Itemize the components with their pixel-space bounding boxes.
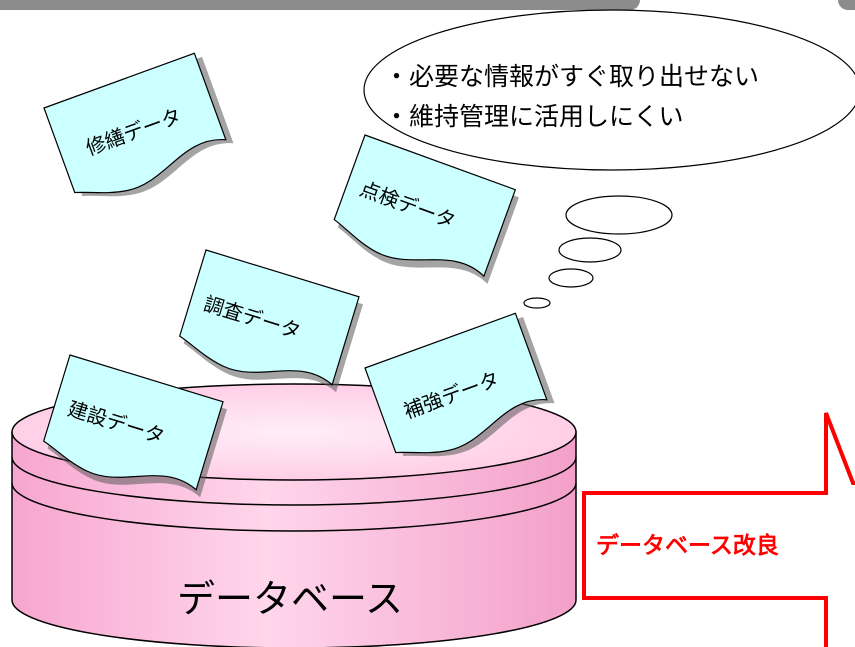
document-inspection: 点検データ: [333, 134, 519, 284]
document-survey: 調査データ: [178, 249, 363, 393]
bubble-line-1: ・必要な情報がすぐ取り出せない: [384, 62, 759, 91]
top-frame-bar-right: [838, 0, 855, 10]
document-repair: 修繕データ: [43, 52, 234, 197]
database-label: データベース: [177, 577, 403, 621]
bubble-line-2: ・維持管理に活用しにくい: [384, 102, 684, 131]
thought-bubble: ・必要な情報がすぐ取り出せない ・維持管理に活用しにくい: [363, 9, 855, 309]
arrow-label: データベース改良: [596, 532, 779, 559]
improvement-arrow: データベース改良: [582, 412, 855, 647]
document-reinforcement: 補強データ: [364, 312, 555, 457]
document-construction: 建設データ: [42, 354, 227, 498]
top-frame-bar: [0, 0, 640, 10]
